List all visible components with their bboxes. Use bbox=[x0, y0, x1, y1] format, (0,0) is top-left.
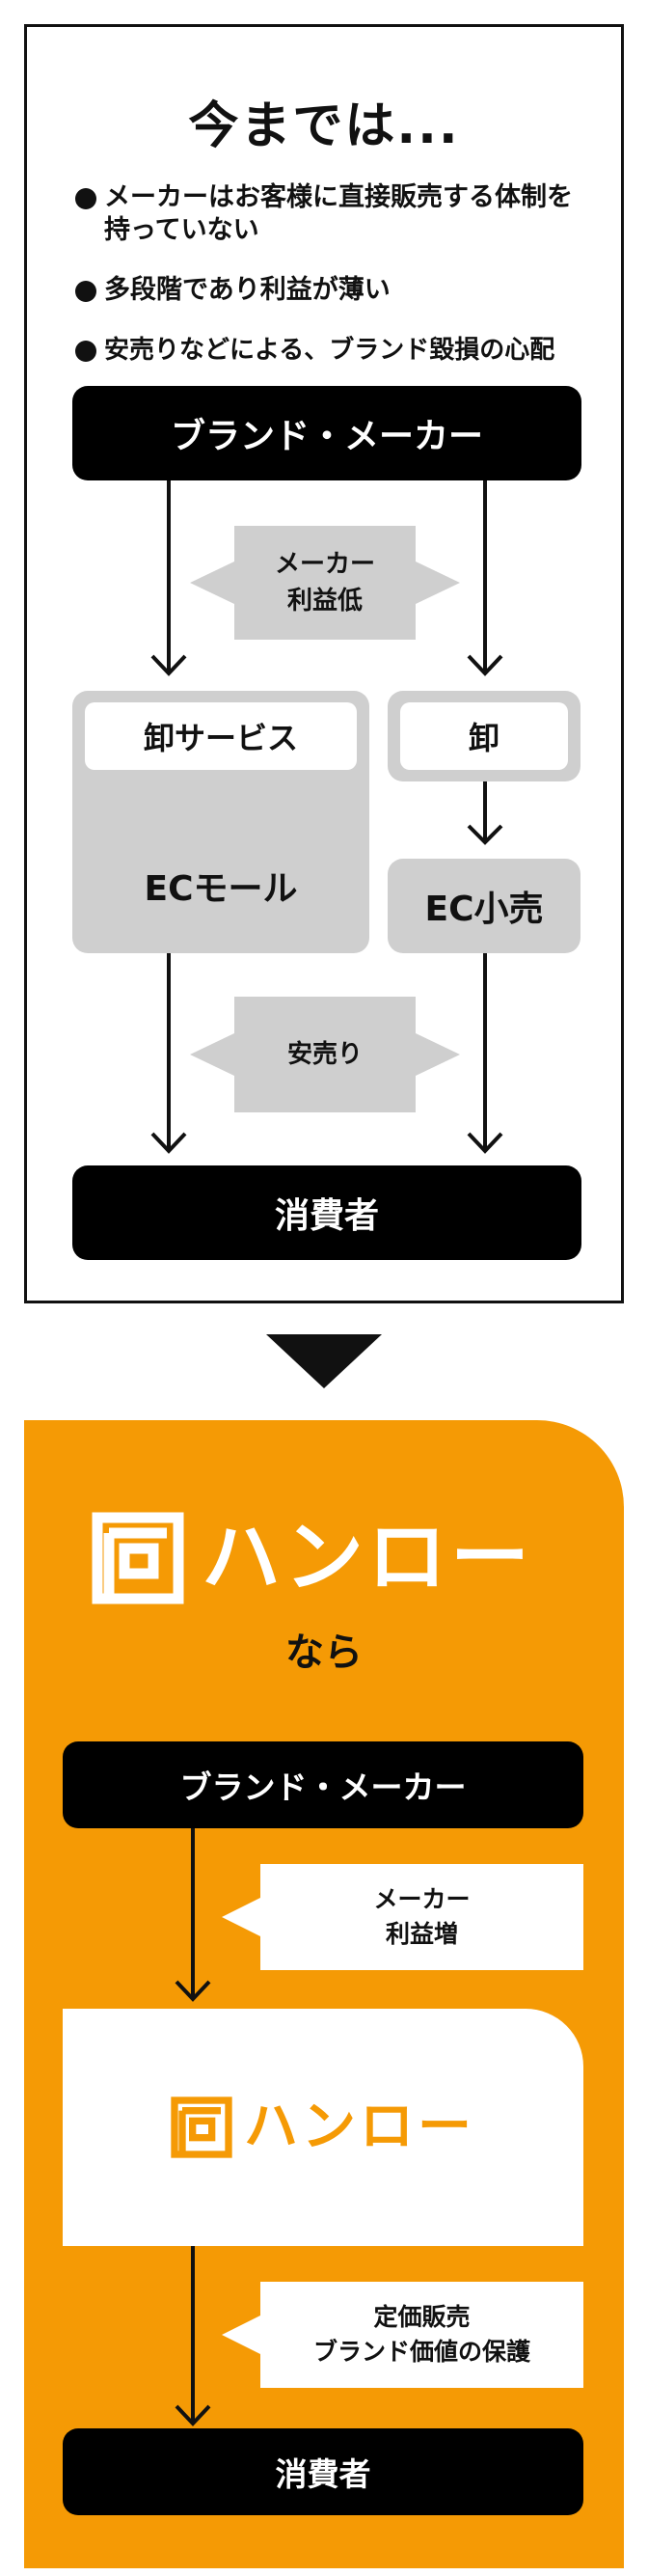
note-profit-up-label: メーカー 利益増 bbox=[373, 1885, 471, 1948]
brand-logo: ハンロー bbox=[92, 1512, 533, 1604]
hanro-box-logo-text: ハンロー bbox=[244, 2096, 475, 2158]
note-protect-label: 定価販売 ブランド価値の保護 bbox=[312, 2303, 530, 2366]
brand-maker-box-after: ブランド・メーカー bbox=[63, 1741, 583, 1828]
brand-maker-label: ブランド・メーカー bbox=[170, 417, 483, 456]
brand-maker-box: ブランド・メーカー bbox=[72, 386, 581, 480]
note-low-profit: メーカー 利益低 bbox=[234, 526, 416, 640]
consumer-label-after: 消費者 bbox=[275, 2455, 371, 2493]
brand-maker-label-after: ブランド・メーカー bbox=[179, 1768, 467, 1806]
oroshi-service-tag: 卸サービス bbox=[85, 702, 357, 770]
arrowhead-icon bbox=[467, 654, 503, 676]
flow-arrows bbox=[150, 480, 503, 1154]
oroshi-label: 卸 bbox=[468, 720, 500, 756]
arrowhead-icon bbox=[150, 654, 187, 676]
after-panel: ハンロー なら ブランド・メーカー メーカー 利益増 bbox=[24, 1420, 624, 2568]
panel-title: 今までは... bbox=[188, 97, 460, 155]
hanro-box: ハンロー bbox=[63, 2009, 583, 2246]
ec-retail-label: EC小売 bbox=[424, 890, 544, 929]
note-discount-label: 安売り bbox=[286, 1040, 363, 1069]
brand-logo-mark-icon bbox=[92, 1512, 184, 1604]
transition-arrow-icon bbox=[266, 1334, 382, 1388]
before-panel: 今までは... メーカーはお客様に直接販売する体制を持っていない 多段階であり利… bbox=[24, 24, 624, 1303]
bullet-list: メーカーはお客様に直接販売する体制を持っていない 多段階であり利益が薄い 安売り… bbox=[75, 181, 596, 394]
ec-mall-label: ECモール bbox=[144, 869, 298, 909]
note-protect: 定価販売 ブランド価値の保護 bbox=[260, 2282, 583, 2388]
note-discount: 安売り bbox=[234, 997, 416, 1112]
oroshi-service-label: 卸サービス bbox=[143, 720, 298, 756]
arrowhead-icon bbox=[467, 1132, 503, 1154]
arrowhead-icon bbox=[150, 1132, 187, 1154]
note-low-profit-label: メーカー 利益低 bbox=[274, 550, 375, 616]
nara-label: なら bbox=[285, 1631, 363, 1675]
arrowhead-icon bbox=[175, 1980, 211, 2002]
hanro-box-logo: ハンロー bbox=[171, 2096, 475, 2158]
oroshi-tag: 卸 bbox=[400, 702, 568, 770]
consumer-box-after: 消費者 bbox=[63, 2428, 583, 2515]
bullet-item: メーカーはお客様に直接販売する体制を持っていない bbox=[75, 181, 577, 247]
bullet-item: 多段階であり利益が薄い bbox=[75, 274, 596, 307]
brand-logo-text: ハンロー bbox=[202, 1512, 534, 1603]
note-profit-up: メーカー 利益増 bbox=[260, 1864, 583, 1970]
bullet-item: 安売りなどによる、ブランド毀損の心配 bbox=[75, 334, 596, 367]
arrowhead-icon bbox=[175, 2404, 211, 2426]
ec-retail-box bbox=[388, 859, 580, 953]
brand-logo-mark-icon bbox=[171, 2096, 232, 2158]
consumer-label: 消費者 bbox=[274, 1196, 379, 1236]
arrowhead-icon bbox=[467, 824, 503, 845]
consumer-box: 消費者 bbox=[72, 1165, 581, 1260]
flow-arrows-after bbox=[175, 1828, 211, 2426]
